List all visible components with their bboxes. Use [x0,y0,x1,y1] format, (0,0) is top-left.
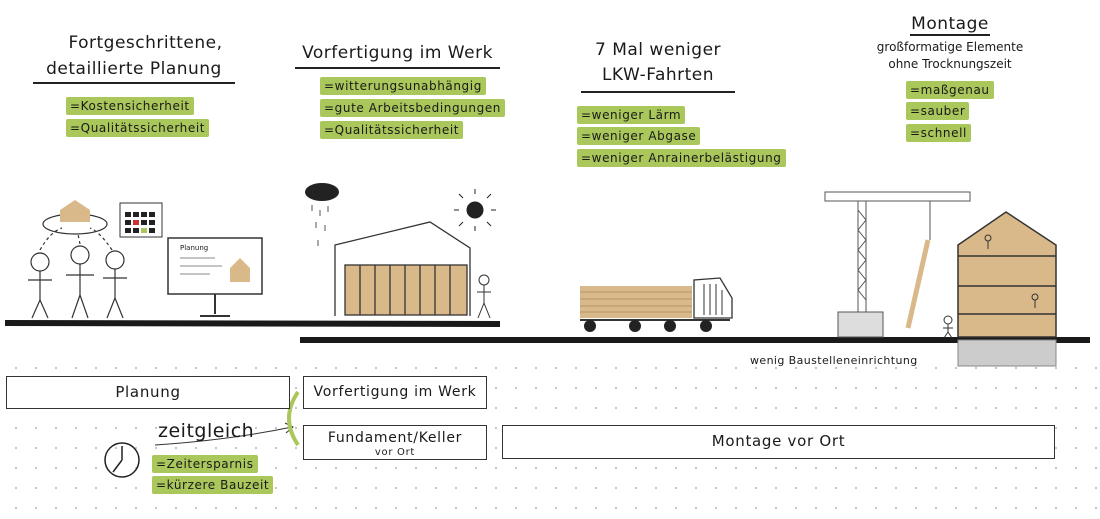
transport-title-line1: 7 Mal weniger [594,40,722,60]
timeline-foundation-label: Fundament/Keller [327,430,463,446]
planning-benefit: =Qualitätssicherheit [66,119,210,137]
transport-title-line2: LKW-Fahrten [601,65,715,85]
assembly-benefit: =schnell [906,124,971,142]
planning-title-underline [33,82,235,84]
assembly-benefit: =sauber [906,102,970,120]
rain-cloud-icon [305,183,339,246]
calendar-icon [119,202,163,238]
monitor-icon [167,237,263,317]
site-worker-icon [943,315,953,339]
timeline-foundation: Fundament/Keller vor Ort [303,425,487,460]
assembly-subtitle-line2: ohne Trocknungszeit [888,57,1012,71]
monitor-screen-label: Planung [180,244,209,252]
planning-title-line2: detaillierte Planung [46,59,222,79]
transport-benefit: =weniger Abgase [577,127,701,145]
factory-icon [334,221,471,316]
prefab-benefit: =Qualitätssicherheit [320,121,464,139]
ground-line-left [4,320,501,327]
prefab-benefit: =gute Arbeitsbedingungen [320,99,506,117]
timeline-foundation-sub: vor Ort [374,447,416,458]
time-benefit: =Zeitersparnis [152,455,258,473]
truck-icon [580,277,733,332]
transport-benefit: =weniger Lärm [577,106,686,124]
simultaneous-bracket [287,390,300,447]
prefab-title-underline [295,67,500,69]
transport-benefit: =weniger Anrainerbelästigung [577,149,786,167]
timber-house-icon [957,211,1057,367]
assembly-subtitle-line1: großformatige Elemente [876,40,1024,54]
assembly-title-underline [910,34,990,36]
sun-icon [454,189,496,231]
planning-title-line1: Fortgeschrittene, [68,33,223,53]
site-note: wenig Baustelleneinrichtung [750,354,918,367]
worker-icon [477,274,491,319]
assembly-benefit: =maßgenau [906,81,994,99]
clock-icon [104,442,140,478]
timeline-prefab: Vorfertigung im Werk [303,376,487,409]
timeline-planning: Planung [6,376,290,409]
timeline-assembly: Montage vor Ort [502,425,1055,459]
planning-people-icon [28,200,127,319]
planning-benefit: =Kostensicherheit [66,97,194,115]
simultaneous-label: zeitgleich [158,420,255,442]
transport-title-underline [581,91,735,93]
prefab-benefit: =witterungsunabhängig [320,77,486,95]
assembly-title: Montage [911,14,989,34]
prefab-title: Vorfertigung im Werk [302,43,493,63]
time-benefit: =kürzere Bauzeit [152,476,274,494]
crane-icon [824,191,971,338]
